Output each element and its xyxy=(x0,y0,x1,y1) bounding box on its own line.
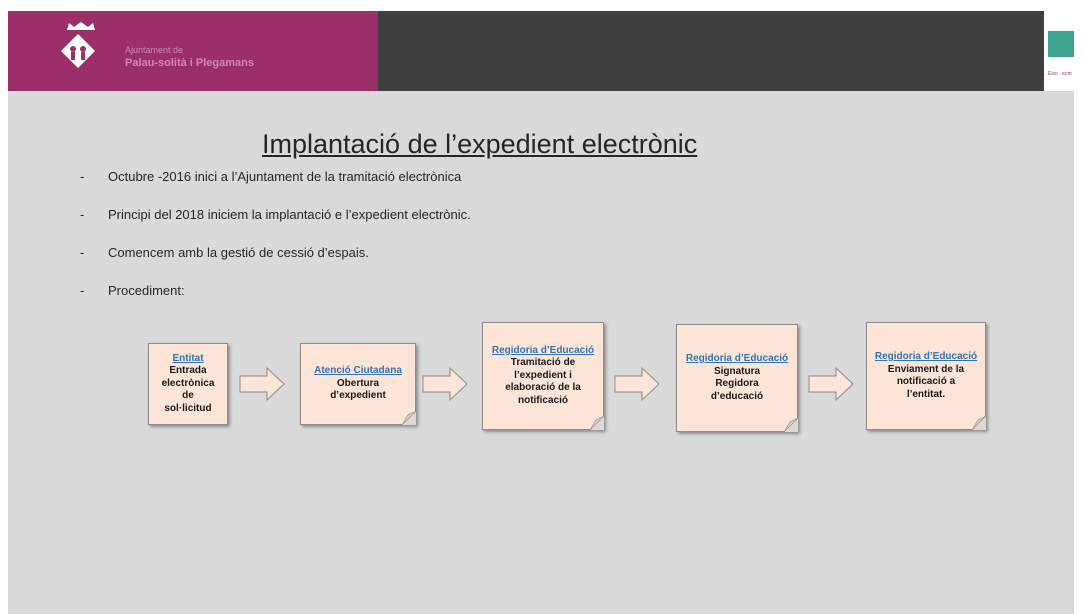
flow-arrow-icon xyxy=(808,366,854,402)
header-side-logo-area: Eixo · ecm xyxy=(1044,11,1074,91)
process-step-department: Regidoria d’Educació xyxy=(491,344,595,356)
process-step-3: Regidoria d’Educació Tramitació de l’exp… xyxy=(482,322,604,430)
bullet-text: Principi del 2018 iniciem la implantació… xyxy=(108,207,471,222)
org-name-line1: Ajuntament de xyxy=(125,45,184,55)
page-curl-icon xyxy=(402,411,416,425)
bullet-dash: - xyxy=(80,169,85,184)
bullet-text: Procediment: xyxy=(108,283,185,298)
process-step-description: Tramitació de l’expedient i elaboració d… xyxy=(505,357,581,406)
page-curl-icon xyxy=(972,416,986,430)
process-step-1: Entitat Entrada electrònica de sol·licit… xyxy=(148,343,228,425)
process-step-department: Atenció Ciutadana xyxy=(314,365,402,377)
page-curl-icon xyxy=(590,416,604,430)
partner-logo-text: Eixo · ecm xyxy=(1048,71,1072,77)
flow-arrow-icon xyxy=(614,366,660,402)
flow-arrow-icon xyxy=(239,366,285,402)
coat-of-arms-icon xyxy=(61,34,95,68)
flow-arrow-icon xyxy=(422,366,468,402)
process-step-description: Entrada electrònica de sol·licitud xyxy=(161,365,215,414)
process-step-description: Signatura Regidora d’educació xyxy=(710,365,764,402)
process-step-department: Regidoria d’Educació xyxy=(874,351,978,362)
partner-logo-icon xyxy=(1048,31,1074,57)
process-step-4: Regidoria d’Educació Signatura Regidora … xyxy=(676,324,798,432)
process-step-2: Atenció Ciutadana Obertura d’expedient xyxy=(300,343,416,425)
slide-title: Implantació de l’expedient electrònic xyxy=(262,129,698,159)
header-dark-banner xyxy=(378,11,1044,91)
process-step-description: Enviament de la notificació a l’entitat. xyxy=(887,363,965,400)
bullet-dash: - xyxy=(80,207,85,222)
process-step-5: Regidoria d’Educació Enviament de la not… xyxy=(866,322,986,430)
header-brand-banner: Ajuntament de Palau-solità i Plegamans xyxy=(8,11,378,91)
slide: Ajuntament de Palau-solità i Plegamans E… xyxy=(8,11,1074,614)
bullet-dash: - xyxy=(80,283,85,298)
bullet-dash: - xyxy=(80,245,85,260)
process-step-department: Regidoria d’Educació xyxy=(685,353,789,364)
org-name-line2: Palau-solità i Plegamans xyxy=(125,57,254,69)
crown-icon xyxy=(67,22,95,30)
bullet-text: Octubre -2016 inici a l’Ajuntament de la… xyxy=(108,169,462,184)
process-step-description: Obertura d’expedient xyxy=(330,377,386,402)
process-step-department: Entitat xyxy=(172,352,204,364)
page-curl-icon xyxy=(784,418,798,432)
bullet-text: Comencem amb la gestió de cessió d’espai… xyxy=(108,245,369,260)
